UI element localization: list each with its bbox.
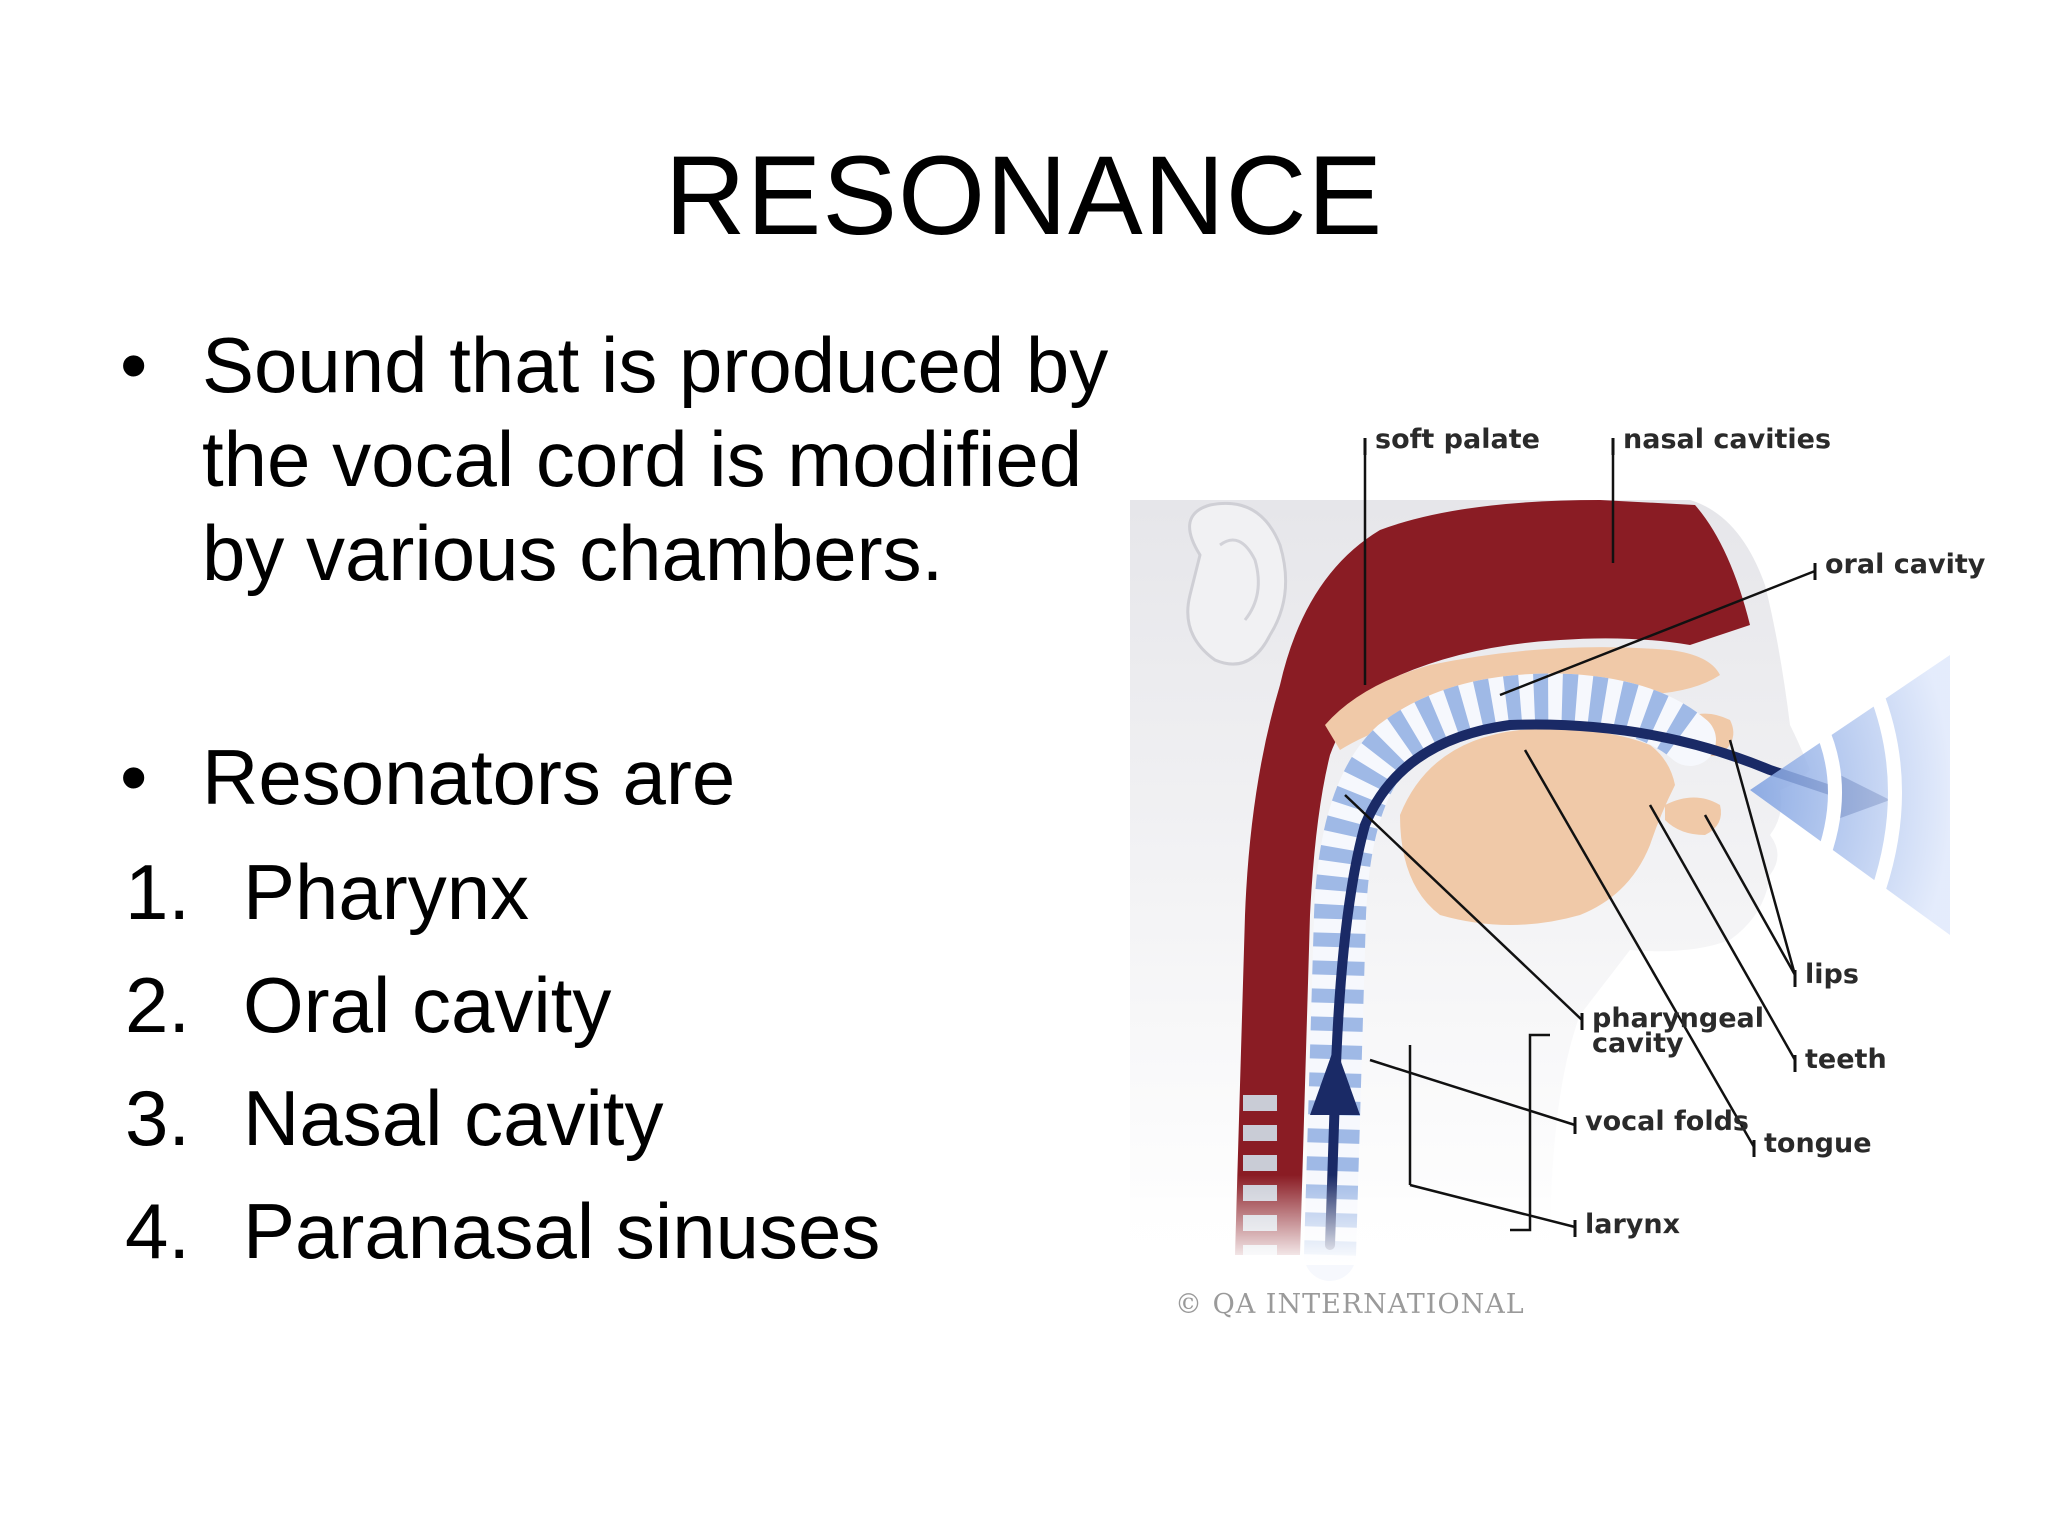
ear-inner (1219, 538, 1260, 621)
airway-stripes (1304, 673, 1708, 1256)
bullet-text: Sound that is produced by the vocal cord… (202, 318, 1108, 600)
item-number: 4. (125, 1187, 191, 1275)
bullet-line: Sound that is produced by (202, 321, 1109, 409)
credit-text: © QA INTERNATIONAL (1175, 1289, 1525, 1320)
item-text: Pharynx (243, 848, 530, 936)
bullet-symbol: • (120, 321, 148, 409)
label-tongue: tongue (1764, 1128, 1872, 1159)
tissue-dark (1235, 500, 1750, 1255)
airflow-arrow (1325, 719, 1835, 1250)
numbered-item: 3. Nasal cavity (125, 1071, 663, 1165)
label-cavity: cavity (1592, 1028, 1684, 1059)
bullet-symbol: • (120, 733, 148, 821)
label-larynx: larynx (1585, 1209, 1680, 1240)
label-teeth: teeth (1805, 1044, 1887, 1075)
tongue-shape (1400, 729, 1675, 925)
label-soft-palate: soft palate (1375, 424, 1540, 455)
fade-overlay (1130, 1175, 2010, 1265)
label-oral-cavity: oral cavity (1825, 549, 1986, 580)
bullet-text: Resonators are (202, 730, 735, 824)
item-text: Oral cavity (243, 961, 612, 1049)
item-number: 1. (125, 848, 191, 936)
bullet-line: Resonators are (202, 733, 736, 821)
item-number: 2. (125, 961, 191, 1049)
sound-wave-icon (1750, 655, 1950, 935)
label-pharyngeal: pharyngeal (1592, 1003, 1764, 1034)
bullet-line: the vocal cord is modified (202, 415, 1083, 503)
label-vocal-folds: vocal folds (1585, 1106, 1749, 1137)
label-nasal-cavities: nasal cavities (1623, 424, 1831, 455)
numbered-item: 1. Pharynx (125, 845, 529, 939)
item-number: 3. (125, 1074, 191, 1162)
item-text: Nasal cavity (243, 1074, 664, 1162)
diagram-svg: soft palate nasal cavities oral cavity l… (1130, 424, 2010, 1320)
lip-lower (1665, 797, 1721, 835)
numbered-item: 2. Oral cavity (125, 958, 611, 1052)
numbered-item: 4. Paranasal sinuses (125, 1184, 880, 1278)
vocal-tract-diagram: soft palate nasal cavities oral cavity l… (1130, 395, 2010, 1365)
slide-title: RESONANCE (664, 133, 1384, 258)
item-text: Paranasal sinuses (243, 1187, 881, 1275)
label-lips: lips (1805, 959, 1859, 990)
bullet-line: by various chambers. (202, 509, 944, 597)
ear-shape (1186, 501, 1288, 666)
airflow-arrowhead-up (1310, 1045, 1360, 1115)
